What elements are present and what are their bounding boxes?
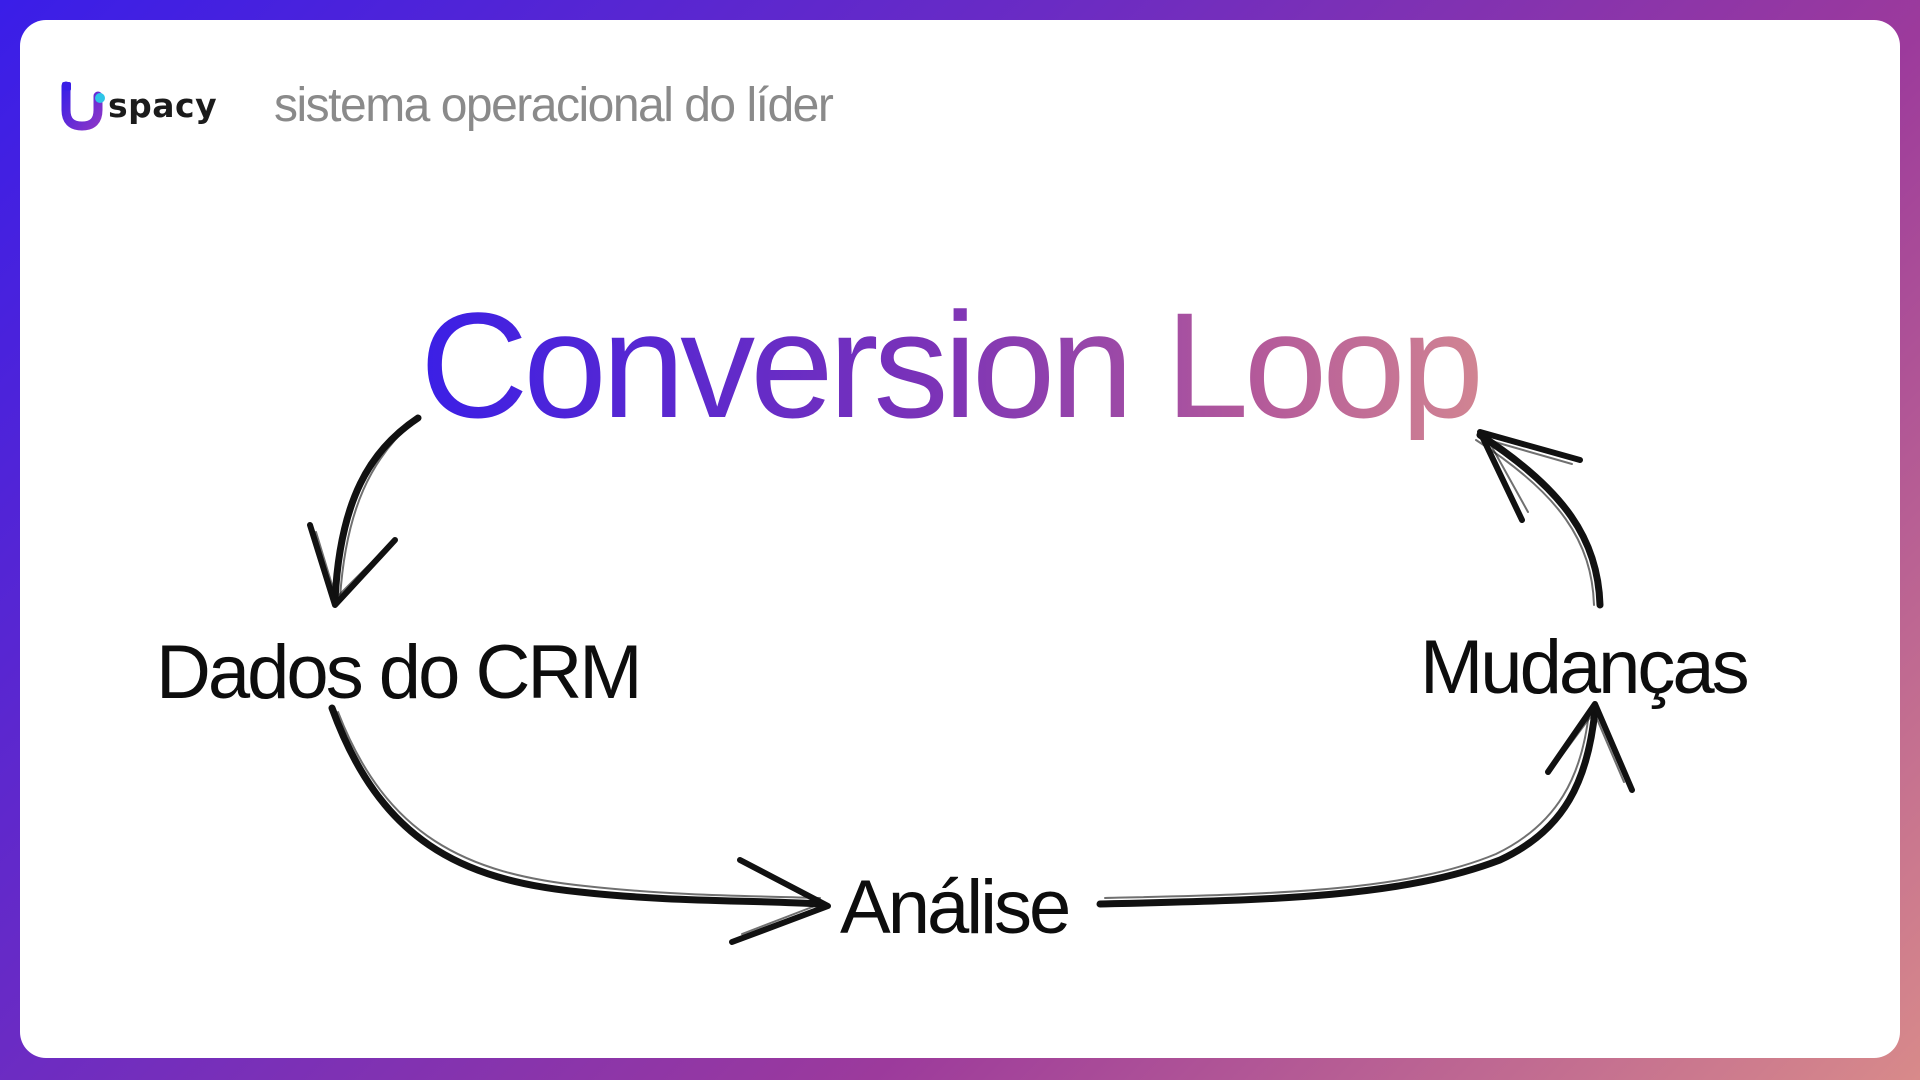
arrow-crm-to-analise	[328, 704, 831, 945]
node-dados-do-crm: Dados do CRM	[156, 630, 643, 715]
node-analise: Análise	[840, 865, 1071, 950]
diagram-title: Conversion Loop	[420, 290, 1540, 440]
arrow-title-to-crm	[307, 414, 422, 608]
brand-logo: spacy	[60, 78, 230, 132]
tagline: sistema operacional do líder	[274, 78, 834, 132]
logo-mark-icon	[61, 81, 105, 131]
header: spacy sistema operacional do líder	[60, 60, 834, 150]
arrow-mudancas-to-title	[1475, 429, 1604, 609]
node-mudancas: Mudanças	[1420, 625, 1750, 710]
logo-text: spacy	[108, 85, 218, 125]
arrow-analise-to-mudancas	[1096, 701, 1635, 908]
loop-arrows	[307, 414, 1635, 945]
slide-card: spacy sistema operacional do líder Conve…	[20, 20, 1900, 1058]
